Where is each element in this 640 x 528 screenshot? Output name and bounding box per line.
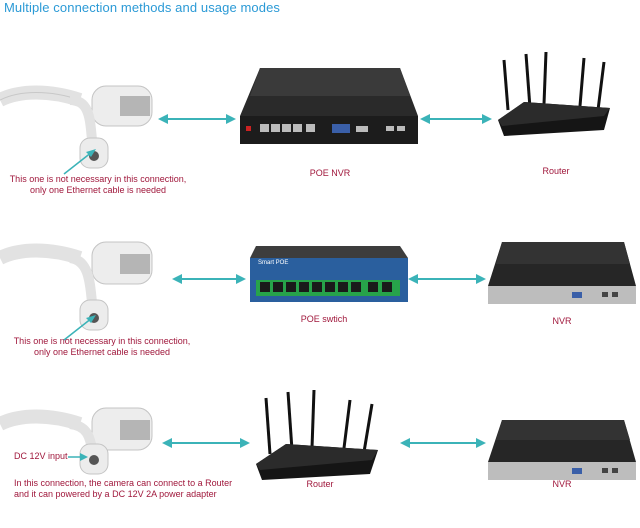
nvr-device-row3 [488, 418, 636, 484]
router-device-row1 [494, 50, 614, 140]
dc-input-arrow [68, 453, 88, 461]
note-row2-line1: This one is not necessary in this connec… [13, 336, 191, 346]
label-row3-right: NVR [552, 479, 572, 489]
label-row1-middle: POE NVR [309, 168, 351, 178]
label-row1-right: Router [542, 166, 570, 176]
router-device-row3 [252, 388, 382, 484]
nvr-device-row2 [488, 240, 636, 306]
label-row3-middle: Router [306, 479, 334, 489]
note-row3: In this connection, the camera can conne… [14, 478, 244, 500]
link-arrow-row2-right [408, 274, 486, 284]
pointer-arrow-row1 [63, 149, 96, 175]
note-row3-line1: In this connection, the camera can conne… [14, 478, 233, 488]
label-row2-middle: POE swtich [300, 314, 348, 324]
note-row2-line2: only one Ethernet cable is needed [33, 347, 171, 357]
camera-cable-3 [0, 396, 170, 506]
label-row2-right: NVR [552, 316, 572, 326]
dc-input-label: DC 12V input [14, 451, 68, 461]
note-row1-line1: This one is not necessary in this connec… [9, 174, 187, 184]
link-arrow-row1-right [420, 114, 492, 124]
link-arrow-row3-left [162, 438, 250, 448]
note-row1: This one is not necessary in this connec… [8, 174, 188, 196]
link-arrow-row1-left [158, 114, 236, 124]
link-arrow-row3-right [400, 438, 486, 448]
note-row3-line2: and it can powered by a DC 12V 2A power … [14, 489, 217, 499]
poe-nvr-device [240, 66, 418, 146]
pointer-arrow-row2 [63, 315, 96, 341]
note-row1-line2: only one Ethernet cable is needed [29, 185, 167, 195]
link-arrow-row2-left [172, 274, 246, 284]
page-title: Multiple connection methods and usage mo… [4, 0, 281, 15]
switch-brand: Smart POE [258, 260, 289, 266]
note-row2: This one is not necessary in this connec… [12, 336, 192, 358]
poe-switch-device [250, 244, 408, 306]
